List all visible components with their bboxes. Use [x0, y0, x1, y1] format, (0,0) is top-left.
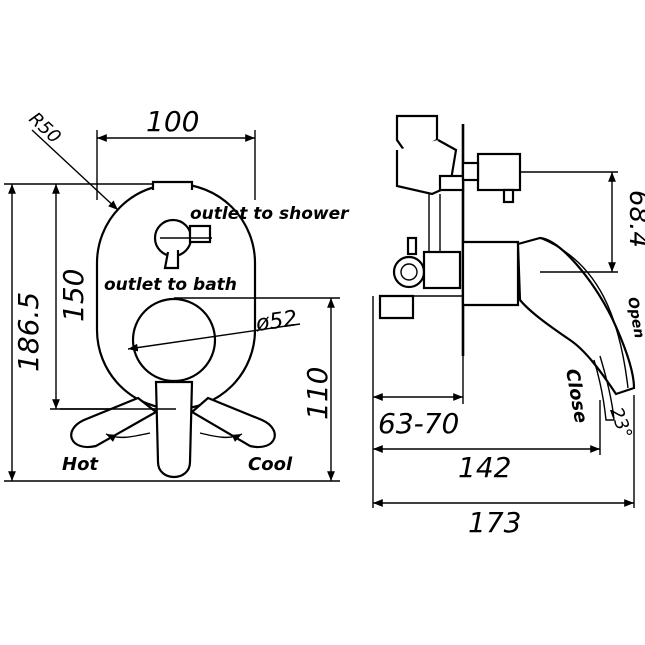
diameter-leader: [127, 323, 301, 352]
outlet-bath-label: outlet to bath: [104, 275, 237, 295]
base-mount: [378, 294, 415, 320]
outlet-shower-label: outlet to shower: [190, 204, 350, 224]
depth-range-label: 63-70: [378, 407, 459, 440]
diverter-connector: [438, 174, 465, 192]
close-label: Close: [561, 367, 591, 424]
handle-base: [131, 297, 217, 383]
plate-height-label: 150: [57, 269, 90, 322]
offset-label: 68.4: [623, 190, 645, 248]
cool-label: Cool: [248, 454, 293, 475]
lever-arc-ghost: [539, 237, 629, 389]
cool-rotation-arrow: [199, 432, 243, 442]
handle-body: [461, 240, 520, 307]
diverter-cap: [151, 180, 194, 190]
hot-rotation-arrow: [105, 432, 151, 442]
open-label: Open: [624, 296, 645, 340]
lever-ghost-closed: [593, 355, 615, 421]
outlet-neck: [461, 161, 480, 182]
overall-height-label: 186.5: [12, 292, 45, 372]
outlet-nozzle: [476, 152, 522, 192]
angle-label: 23°: [605, 405, 636, 442]
cartridge-inner: [400, 263, 418, 281]
lever-side: [516, 236, 636, 396]
hot-lever-ghost: [70, 396, 158, 449]
side-view: Open Close 23° 68.4 63-70 142 173: [372, 114, 645, 539]
handle-height-label: 110: [301, 367, 334, 420]
front-view: R50 100 186.5 150 outlet to shower outle…: [4, 105, 350, 482]
cartridge-round: [392, 255, 426, 289]
cartridge-valve: [406, 236, 418, 256]
cool-lever-ghost: [190, 396, 276, 449]
handle-diameter-label: ø52: [253, 306, 299, 337]
width-label: 100: [146, 105, 199, 138]
radius-leader: [31, 129, 119, 211]
diverter-tab: [188, 224, 212, 244]
total-depth-label: 173: [468, 506, 521, 539]
diverter-lever: [163, 250, 180, 270]
radius-label: R50: [25, 108, 65, 148]
depth-label: 142: [458, 451, 511, 484]
hot-label: Hot: [62, 454, 99, 475]
outlet-pin: [502, 188, 515, 204]
cartridge-body: [422, 250, 462, 290]
main-lever: [154, 380, 194, 478]
